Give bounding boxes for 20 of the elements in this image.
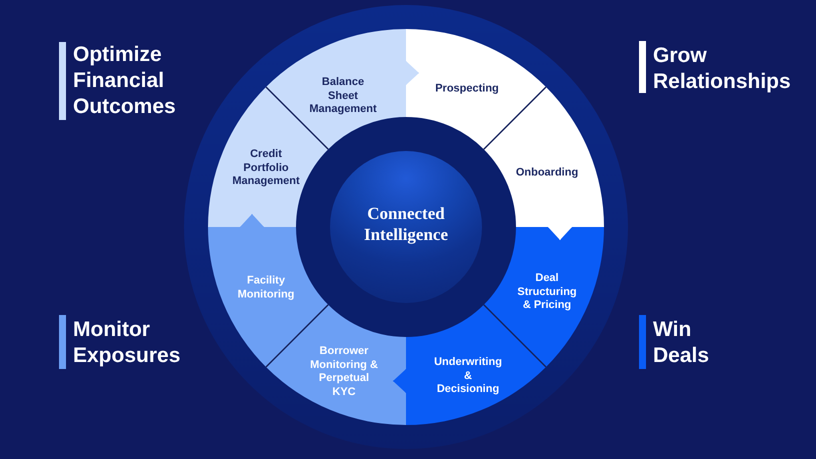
segment-label: Credit Portfolio Management — [231, 148, 301, 188]
quadrant-heading: Win Deals — [653, 317, 710, 369]
segment-label: Onboarding — [516, 166, 578, 180]
arrow — [548, 226, 572, 240]
segment-label: Facility Monitoring — [236, 274, 296, 302]
segment-label: Borrower Monitoring & Perpetual KYC — [309, 345, 379, 399]
ring-segment — [265, 304, 406, 425]
quadrant-heading: Grow Relationships — [653, 43, 792, 95]
segment-label: Prospecting — [435, 82, 499, 96]
quadrant-heading: Monitor Exposures — [73, 317, 182, 369]
quadrant-heading: Optimize Financial Outcomes — [73, 42, 177, 120]
segment-label: Deal Structuring & Pricing — [516, 272, 578, 312]
ring-segment — [265, 29, 406, 150]
segment-label: Balance Sheet Management — [308, 76, 378, 116]
arrow — [240, 214, 264, 228]
center-label: Connected Intelligence — [362, 203, 450, 245]
arrow — [406, 60, 420, 86]
ring-segment — [406, 29, 547, 150]
segment-label: Underwriting & Decisioning — [433, 356, 503, 396]
arrow — [392, 368, 406, 394]
